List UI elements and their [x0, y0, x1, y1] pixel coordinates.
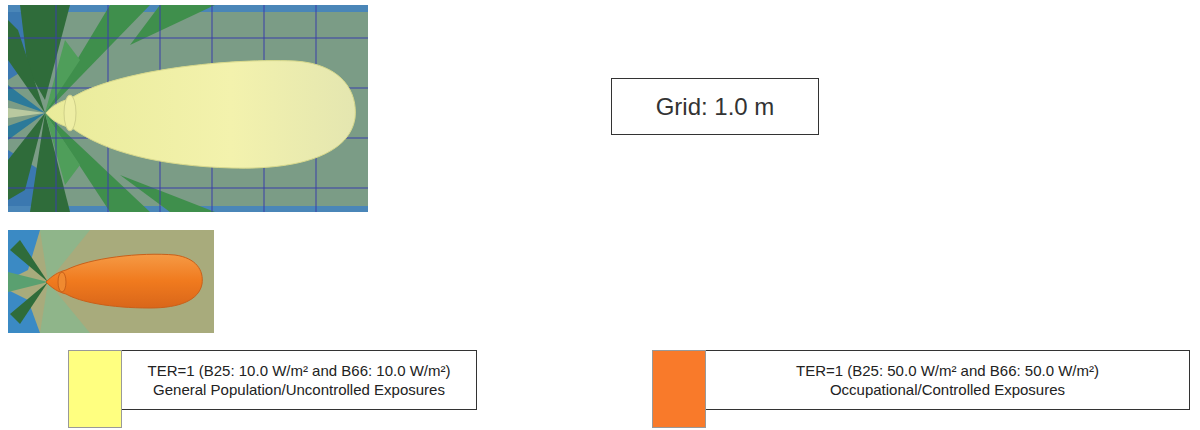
- legend-entry: TER=1 (B25: 10.0 W/m² and B66: 10.0 W/m²…: [68, 350, 477, 428]
- occupational-plot: [8, 230, 214, 333]
- general-population-plot: [8, 5, 368, 212]
- legend-text: TER=1 (B25: 50.0 W/m² and B66: 50.0 W/m²…: [773, 361, 1123, 399]
- grid-scale-box: Grid: 1.0 m: [611, 78, 819, 135]
- legend-box: TER=1 (B25: 10.0 W/m² and B66: 10.0 W/m²…: [122, 350, 477, 410]
- scale-label: Grid: 1.0 m: [656, 93, 775, 121]
- legend-text: TER=1 (B25: 10.0 W/m² and B66: 10.0 W/m²…: [124, 361, 474, 399]
- legend-swatch: [652, 350, 706, 428]
- legend-entry: TER=1 (B25: 50.0 W/m² and B66: 50.0 W/m²…: [652, 350, 1190, 428]
- legend-box: TER=1 (B25: 50.0 W/m² and B66: 50.0 W/m²…: [706, 350, 1190, 410]
- legend-swatch: [68, 350, 122, 428]
